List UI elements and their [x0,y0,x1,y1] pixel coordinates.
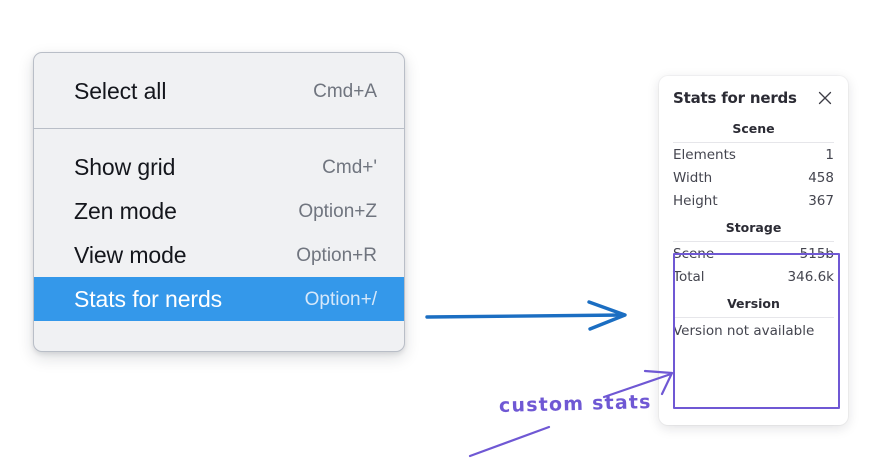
handwritten-annotation-label: custom stats [498,391,652,417]
stat-row-storage-scene: Scene 515b [673,242,834,265]
version-text: Version not available [673,323,815,339]
stat-row-width: Width 458 [673,166,834,189]
stat-value: 458 [808,170,834,186]
menu-item-label: Select all [74,77,167,104]
stats-for-nerds-panel: Stats for nerds Scene Elements 1 Width 4… [659,76,848,425]
stat-key: Scene [673,246,715,262]
menu-item-select-all[interactable]: Select all Cmd+A [34,69,404,113]
menu-item-zen-mode[interactable]: Zen mode Option+Z [34,189,404,233]
panel-body: Scene Elements 1 Width 458 Height 367 St… [659,113,848,342]
blue-arrow [425,300,627,331]
menu-item-stats-for-nerds[interactable]: Stats for nerds Option+/ [34,277,404,321]
menu-item-label: Show grid [74,153,176,180]
menu-item-show-grid[interactable]: Show grid Cmd+' [34,145,404,189]
stat-row-elements: Elements 1 [673,143,834,166]
stat-key: Height [673,193,718,209]
section-heading-storage: Storage [673,212,834,242]
section-heading-scene: Scene [673,113,834,143]
stat-row-height: Height 367 [673,189,834,212]
context-menu[interactable]: Select all Cmd+A Show grid Cmd+' Zen mod… [33,52,405,352]
purple-underline-stroke [468,425,551,458]
stat-row-storage-total: Total 346.6k [673,265,834,288]
section-heading-version: Version [673,288,834,318]
menu-item-shortcut: Option+R [296,244,377,266]
stat-value: 1 [825,147,834,163]
menu-item-label: Zen mode [74,197,177,224]
menu-item-label: Stats for nerds [74,285,223,312]
stat-key: Width [673,170,713,186]
menu-item-shortcut: Cmd+A [313,80,377,102]
menu-item-shortcut: Option+/ [304,288,377,310]
stat-value: 367 [808,193,834,209]
menu-item-label: View mode [74,241,187,268]
stat-value: 515b [799,246,834,262]
stat-value: 346.6k [787,269,834,285]
panel-header: Stats for nerds [659,76,848,113]
close-icon[interactable] [816,89,834,107]
panel-title: Stats for nerds [673,89,797,107]
menu-divider [34,128,404,129]
stat-key: Total [673,269,705,285]
menu-item-shortcut: Cmd+' [322,156,377,178]
stat-key: Elements [673,147,736,163]
menu-item-view-mode[interactable]: View mode Option+R [34,233,404,277]
menu-section-primary: Select all Cmd+A [34,53,404,128]
menu-section-secondary: Show grid Cmd+' Zen mode Option+Z View m… [34,129,404,337]
menu-item-shortcut: Option+Z [298,200,377,222]
